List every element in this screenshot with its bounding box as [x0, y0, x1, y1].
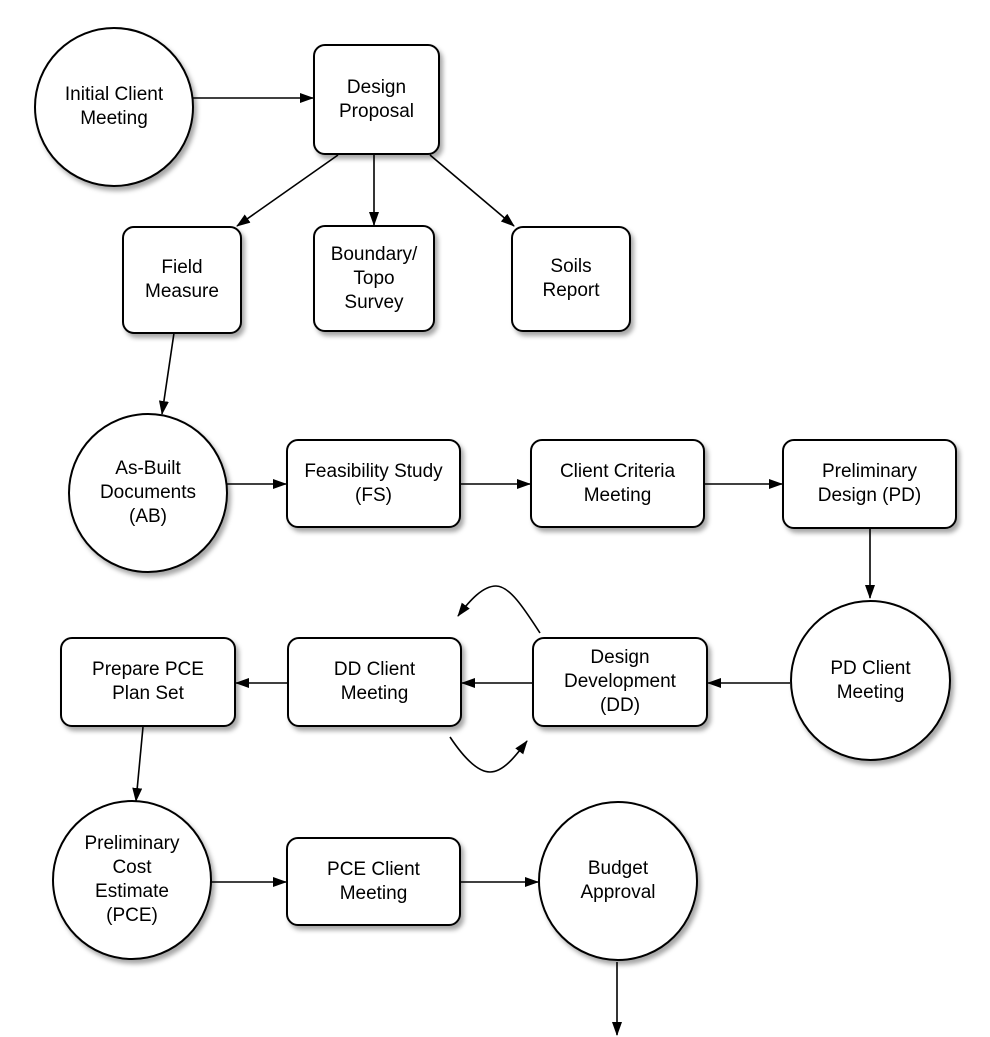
preliminary-design-node: Preliminary Design (PD)	[782, 439, 957, 529]
node-label-line: (PCE)	[106, 905, 158, 926]
node-label-line: (DD)	[599, 695, 641, 716]
node-label-line: Client Criteria	[559, 460, 676, 482]
arrow-loop-development-to-dd-meeting	[457, 585, 541, 634]
node-label-line: As-Built	[115, 458, 181, 479]
pd-client-meeting-node: PD Client Meeting	[790, 600, 951, 761]
node-label-line: Meeting	[80, 108, 148, 129]
arrow-proposal-to-field-measure	[236, 154, 339, 227]
pce-client-meeting-node: PCE Client Meeting	[286, 837, 461, 926]
client-criteria-meeting-node: Client Criteria Meeting	[530, 439, 705, 528]
node-label-line: Soils	[550, 256, 592, 277]
node-label-line: Development	[564, 671, 676, 692]
design-development-node: Design Development (DD)	[532, 637, 708, 727]
node-label-line: Boundary/	[330, 243, 418, 265]
arrow-loop-dd-meeting-to-development	[449, 736, 528, 773]
node-label-line: Estimate	[95, 881, 169, 902]
arrow-prepare-pce-to-cost-estimate	[132, 726, 144, 802]
initial-client-meeting-node: Initial Client Meeting	[34, 27, 194, 187]
feasibility-study-node: Feasibility Study (FS)	[286, 439, 461, 528]
node-label-line: Meeting	[339, 882, 408, 904]
node-label-line: Meeting	[340, 683, 409, 704]
node-label-line: DD Client	[333, 659, 416, 680]
design-proposal-node: Design Proposal	[313, 44, 440, 155]
node-label-line: Field	[161, 257, 203, 278]
dd-client-meeting-node: DD Client Meeting	[287, 637, 462, 727]
prepare-pce-plan-set-node: Prepare PCE Plan Set	[60, 637, 236, 727]
node-label-line: Feasibility Study	[304, 460, 443, 482]
node-label-line: Design	[590, 647, 650, 668]
node-label-line: Approval	[580, 882, 656, 903]
node-label-line: Proposal	[339, 100, 414, 122]
arrow-field-measure-to-as-built	[158, 332, 175, 415]
node-label-line: (FS)	[355, 484, 392, 506]
node-label-line: Documents	[99, 482, 197, 503]
node-label-line: Measure	[145, 281, 219, 302]
node-label-line: PCE Client	[327, 858, 420, 880]
node-label-line: Report	[542, 280, 600, 301]
node-label-line: Design	[346, 76, 407, 98]
node-label-line: Preliminary	[84, 833, 180, 854]
node-label-line: PD Client	[830, 657, 911, 679]
node-label-line: Design (PD)	[817, 485, 922, 506]
arrow-proposal-to-soils	[429, 154, 515, 227]
field-measure-node: Field Measure	[122, 226, 242, 334]
node-label-line: Initial Client	[64, 84, 164, 105]
soils-report-node: Soils Report	[511, 226, 631, 332]
preliminary-cost-estimate-node: Preliminary Cost Estimate (PCE)	[52, 800, 212, 960]
node-label-line: Meeting	[583, 484, 652, 506]
boundary-topo-survey-node: Boundary/ Topo Survey	[313, 225, 435, 332]
node-label-line: Preliminary	[821, 461, 918, 482]
budget-approval-node: Budget Approval	[538, 801, 698, 961]
as-built-documents-node: As-Built Documents (AB)	[68, 413, 228, 573]
node-label-line: Prepare PCE	[92, 659, 204, 680]
node-label-line: Plan Set	[112, 683, 184, 704]
node-label-line: Survey	[344, 291, 404, 313]
node-label-line: Meeting	[836, 681, 905, 703]
node-label-line: Budget	[587, 858, 649, 879]
node-label-line: Cost	[112, 857, 152, 878]
node-label-line: Topo	[353, 267, 395, 289]
node-label-line: (AB)	[129, 506, 167, 527]
